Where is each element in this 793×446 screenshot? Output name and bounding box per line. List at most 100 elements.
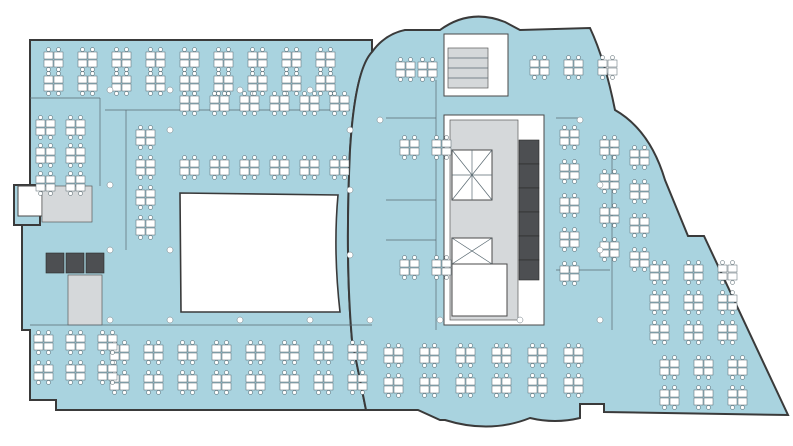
desk-cluster: [649, 320, 670, 345]
desk-cluster: [77, 71, 98, 96]
desk-cluster: [111, 47, 132, 72]
desk-cluster: [399, 135, 420, 160]
desk-cluster: [419, 373, 440, 398]
elevator-shafts: [518, 139, 540, 281]
desk-cluster: [629, 145, 650, 170]
structural-column: [346, 186, 354, 194]
desk-cluster: [315, 47, 336, 72]
structural-column: [106, 86, 114, 94]
desk-cluster: [135, 215, 156, 240]
structural-column: [376, 116, 384, 124]
structural-column: [236, 86, 244, 94]
desk-cluster: [559, 227, 580, 252]
desk-cluster: [559, 159, 580, 184]
desk-cluster: [211, 340, 232, 365]
desk-cluster: [209, 155, 230, 180]
desk-cluster: [527, 373, 548, 398]
desk-cluster: [717, 260, 738, 285]
structural-column: [366, 316, 374, 324]
desk-cluster: [33, 360, 54, 385]
desk-cluster: [559, 193, 580, 218]
desk-cluster: [143, 370, 164, 395]
desk-cluster: [329, 155, 350, 180]
desk-cluster: [727, 355, 748, 380]
desk-cluster: [179, 155, 200, 180]
desk-cluster: [527, 343, 548, 368]
desk-cluster: [179, 47, 200, 72]
desk-cluster: [33, 330, 54, 355]
desk-cluster: [279, 340, 300, 365]
desk-cluster: [347, 370, 368, 395]
desk-cluster: [599, 237, 620, 262]
desk-cluster: [683, 260, 704, 285]
structural-column: [106, 316, 114, 324]
desk-cluster: [491, 343, 512, 368]
desk-cluster: [247, 47, 268, 72]
desk-cluster: [35, 115, 56, 140]
desk-cluster: [211, 370, 232, 395]
desk-cluster: [313, 370, 334, 395]
desk-cluster: [717, 320, 738, 345]
structural-column: [436, 316, 444, 324]
desk-cluster: [247, 71, 268, 96]
desk-cluster: [213, 47, 234, 72]
desk-cluster: [313, 340, 334, 365]
desk-cluster: [135, 155, 156, 180]
desk-cluster: [135, 125, 156, 150]
desk-cluster: [245, 340, 266, 365]
desk-cluster: [659, 385, 680, 410]
desk-cluster: [383, 373, 404, 398]
desk-cluster: [597, 55, 618, 80]
desk-cluster: [559, 125, 580, 150]
desk-cluster: [419, 343, 440, 368]
desk-cluster: [35, 171, 56, 196]
desk-cluster: [399, 255, 420, 280]
desk-cluster: [529, 55, 550, 80]
desk-cluster: [281, 71, 302, 96]
desk-cluster: [281, 47, 302, 72]
desk-cluster: [279, 370, 300, 395]
desk-cluster: [143, 340, 164, 365]
desk-cluster: [65, 360, 86, 385]
structural-column: [106, 246, 114, 254]
desk-cluster: [717, 290, 738, 315]
desk-cluster: [455, 343, 476, 368]
desk-cluster: [417, 57, 438, 82]
desk-cluster: [269, 91, 290, 116]
desk-cluster: [269, 155, 290, 180]
desk-cluster: [383, 343, 404, 368]
desk-cluster: [299, 155, 320, 180]
desk-cluster: [43, 71, 64, 96]
desk-cluster: [629, 179, 650, 204]
desk-cluster: [649, 290, 670, 315]
desk-cluster: [179, 91, 200, 116]
desk-cluster: [65, 330, 86, 355]
desk-cluster: [177, 340, 198, 365]
desk-cluster: [491, 373, 512, 398]
structural-column: [166, 246, 174, 254]
desk-cluster: [35, 143, 56, 168]
desk-cluster: [145, 71, 166, 96]
desk-cluster: [43, 47, 64, 72]
desk-cluster: [599, 169, 620, 194]
desk-cluster: [65, 171, 86, 196]
structural-column: [516, 316, 524, 324]
desk-cluster: [395, 57, 416, 82]
structural-column: [596, 316, 604, 324]
desk-cluster: [563, 55, 584, 80]
workstations: [33, 47, 748, 410]
structural-column: [166, 86, 174, 94]
structural-column: [346, 251, 354, 259]
desk-cluster: [315, 71, 336, 96]
rotunda-stair: [443, 33, 509, 97]
desk-cluster: [145, 47, 166, 72]
desk-cluster: [683, 290, 704, 315]
desk-cluster: [727, 385, 748, 410]
desk-cluster: [239, 155, 260, 180]
desk-cluster: [629, 247, 650, 272]
desk-cluster: [65, 115, 86, 140]
desk-cluster: [455, 373, 476, 398]
columns: [106, 86, 604, 324]
desk-cluster: [559, 261, 580, 286]
